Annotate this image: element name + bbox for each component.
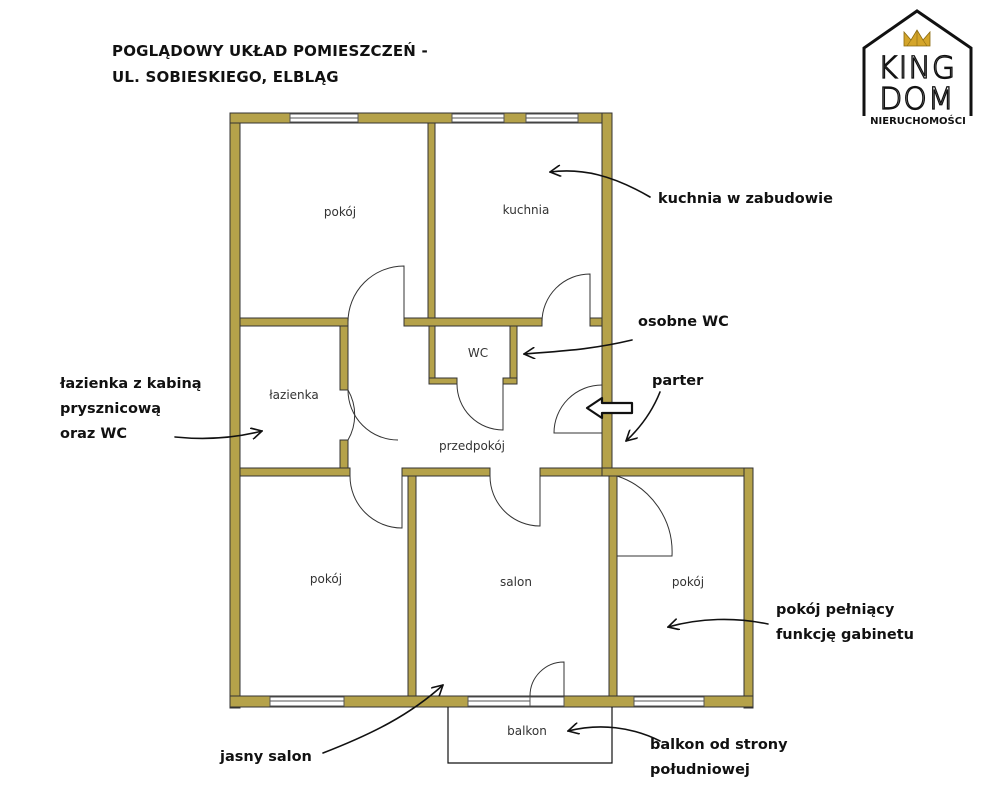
- callout-parter-text: parter: [652, 373, 704, 389]
- crown-icon: [903, 29, 931, 47]
- callout-gabinet: pokój pełniący funkcję gabinetu: [776, 598, 914, 648]
- callout-wc-text: osobne WC: [638, 314, 729, 330]
- wall-wc-left: [428, 325, 436, 385]
- logo-word-1: KING: [878, 51, 956, 86]
- arrow-gabinet-icon: [668, 619, 769, 627]
- door-lazienka: [347, 389, 399, 441]
- wall-extension-right: [743, 467, 754, 709]
- door-gabinet: [616, 475, 673, 557]
- door-wc: [456, 383, 504, 431]
- logo-subtitle: NIERUCHOMOŚCI: [870, 116, 966, 127]
- wall-extension-top: [601, 467, 753, 477]
- wall-wc-bottom-l: [428, 377, 458, 385]
- callout-kuchnia-text: kuchnia w zabudowie: [658, 191, 833, 207]
- callout-lazienka-line-2: prysznicową: [60, 401, 162, 417]
- callout-gabinet-line-2: funkcję gabinetu: [776, 627, 914, 643]
- wall-h4: [239, 467, 351, 477]
- arrow-wc-icon: [524, 339, 633, 354]
- kingdom-logo: KING DOM: [862, 9, 973, 118]
- wall-h5: [401, 467, 491, 477]
- door-entrance: [553, 384, 603, 434]
- door-pokoj-bottom: [349, 475, 403, 529]
- room-label-pokoj-bottom-left: pokój: [310, 572, 342, 586]
- callout-salon-text: jasny salon: [220, 749, 312, 765]
- wall-pokoj-salon: [407, 475, 417, 697]
- logo-word-2: DOM: [879, 82, 955, 117]
- callout-lazienka-line-3: oraz WC: [60, 426, 128, 442]
- door-balkon: [529, 661, 565, 697]
- room-label-kuchnia: kuchnia: [503, 203, 550, 217]
- wall-wc-bottom-r: [502, 377, 518, 385]
- wall-wc-right: [509, 325, 518, 385]
- arrow-lazienka-icon: [174, 431, 262, 438]
- wall-h6: [539, 467, 603, 477]
- door-swings: [347, 265, 673, 697]
- arrow-salon-icon: [322, 685, 443, 754]
- arrow-parter-icon: [626, 391, 661, 441]
- callout-salon: jasny salon: [220, 745, 312, 770]
- room-label-pokoj-right: pokój: [672, 575, 704, 589]
- balcony-door-opening: [529, 696, 565, 707]
- wall-h3: [589, 317, 603, 327]
- wall-h1: [239, 317, 349, 327]
- wall-outer-left: [229, 112, 241, 709]
- room-label-pokoj-top: pokój: [324, 205, 356, 219]
- callout-balkon: balkon od strony południowej: [650, 733, 788, 783]
- callout-kuchnia: kuchnia w zabudowie: [658, 187, 833, 212]
- arrow-kuchnia-icon: [550, 171, 651, 198]
- title-line-1: POGLĄDOWY UKŁAD POMIESZCZEŃ -: [112, 42, 428, 60]
- room-label-lazienka: łazienka: [269, 388, 318, 402]
- wall-pokoj-kuchnia: [427, 122, 436, 326]
- wall-h2: [403, 317, 543, 327]
- arrow-balkon-icon: [568, 727, 661, 742]
- door-salon: [489, 475, 541, 527]
- wall-outer-right-upper: [601, 112, 613, 476]
- wall-lazienka-right: [339, 325, 349, 391]
- room-label-balkon: balkon: [507, 724, 547, 738]
- callout-wc: osobne WC: [638, 310, 729, 335]
- plan-title: POGLĄDOWY UKŁAD POMIESZCZEŃ - UL. SOBIES…: [112, 38, 428, 90]
- room-label-wc: WC: [468, 346, 488, 360]
- wall-lazienka-right-2: [339, 439, 349, 471]
- entrance-arrow-icon: [585, 396, 634, 420]
- door-kuchnia: [541, 273, 591, 323]
- room-label-salon: salon: [500, 575, 532, 589]
- wall-salon-pokoj: [608, 475, 618, 697]
- windows: [269, 113, 705, 707]
- callout-lazienka: łazienka z kabiną prysznicową oraz WC: [60, 372, 202, 447]
- callout-gabinet-line-1: pokój pełniący: [776, 602, 895, 618]
- callout-lazienka-line-1: łazienka z kabiną: [60, 376, 202, 392]
- callout-balkon-line-2: południowej: [650, 762, 750, 778]
- room-label-przedpokoj: przedpokój: [439, 439, 505, 453]
- door-pokoj: [347, 265, 405, 323]
- balcony-outline: [447, 707, 613, 764]
- callout-parter: parter: [652, 369, 703, 394]
- callout-arrows: [174, 171, 769, 754]
- title-line-2: UL. SOBIESKIEGO, ELBLĄG: [112, 68, 339, 86]
- callout-balkon-line-1: balkon od strony: [650, 737, 788, 753]
